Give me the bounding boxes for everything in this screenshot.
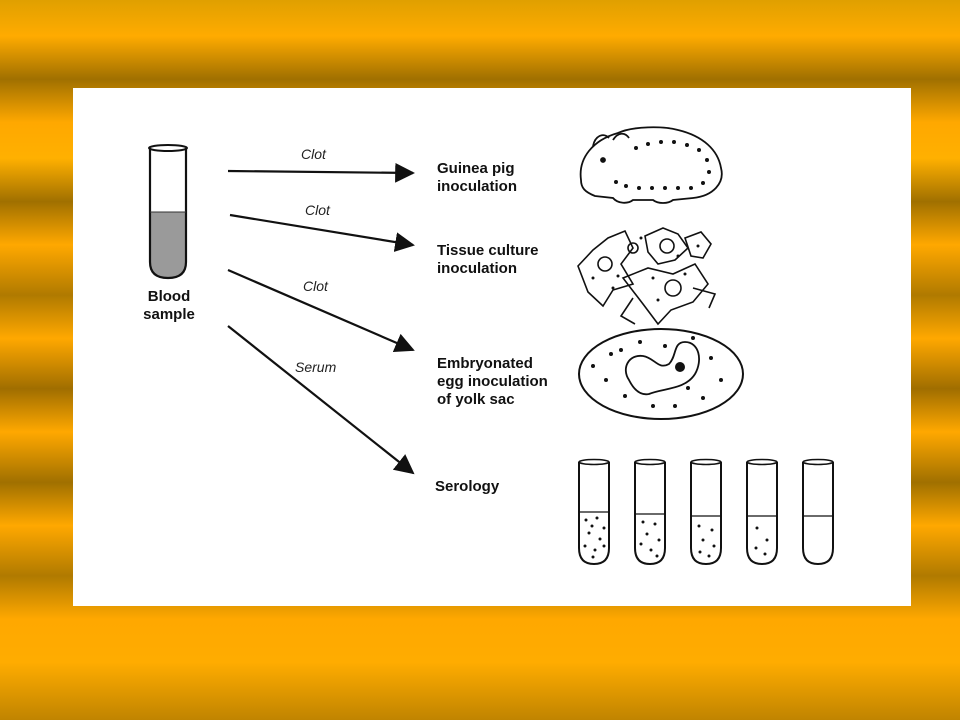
diagram-drawing xyxy=(148,126,834,566)
edge-label-1: Clot xyxy=(301,146,326,162)
serology-tube-2 xyxy=(634,458,666,566)
blood-tube-icon xyxy=(148,144,188,280)
serology-tube-1 xyxy=(578,458,610,566)
edge-label-4: Serum xyxy=(295,359,337,375)
diagram-panel: Blood sample Clot Clot Clot Serum Guinea… xyxy=(73,88,911,606)
serology-tube-4 xyxy=(746,458,778,566)
target-label-guinea-pig: Guinea pig inoculation xyxy=(437,160,517,195)
target-label-serology: Serology xyxy=(435,478,500,495)
tissue-culture-dots xyxy=(591,236,700,302)
source-label: Blood sample xyxy=(143,288,195,323)
arrow-clot-1 xyxy=(227,162,415,183)
serology-tube-5 xyxy=(802,458,834,566)
target-label-egg: Embryonated egg inoculation of yolk sac xyxy=(437,355,548,408)
tissue-culture-icon xyxy=(577,227,717,326)
guinea-pig-icon xyxy=(579,126,723,204)
arrow-clot-2 xyxy=(229,213,415,252)
edge-label-2: Clot xyxy=(305,202,330,218)
test-tubes-icon xyxy=(578,458,834,566)
egg-icon xyxy=(578,328,744,420)
guinea-pig-dots xyxy=(614,140,711,190)
target-label-tissue-culture: Tissue culture inoculation xyxy=(437,242,539,277)
arrow-serum xyxy=(227,325,415,475)
edge-label-3: Clot xyxy=(303,278,328,294)
arrow-clot-3 xyxy=(227,268,415,353)
serology-tube-3 xyxy=(690,458,722,566)
